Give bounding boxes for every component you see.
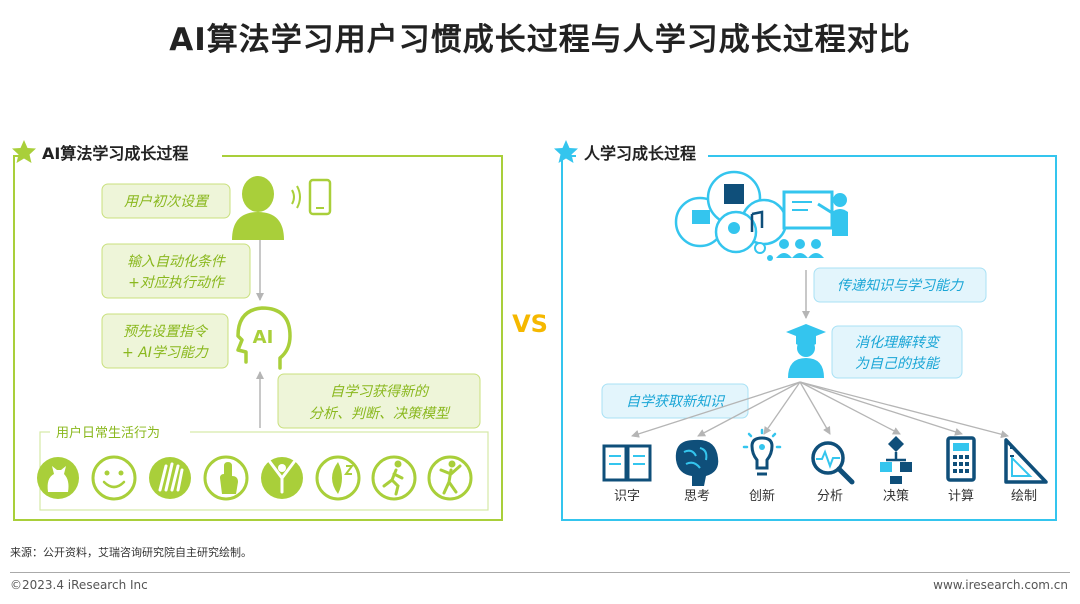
digest-box	[831, 325, 963, 379]
copyright: ©2023.4 iResearch Inc	[10, 578, 148, 592]
skill-arrows	[631, 381, 1009, 439]
magnifier-pulse-icon	[811, 441, 855, 485]
tap-hand-icon	[203, 455, 249, 501]
transfer-box	[813, 267, 987, 303]
input-conditions-line2: +对应执行动作	[128, 275, 226, 291]
calculator-icon	[946, 436, 976, 482]
self-learning-line2: 分析、判断、决策模型	[309, 406, 451, 422]
initial-setup-label: 用户初次设置	[124, 194, 210, 210]
cheer-person-icon	[261, 457, 303, 499]
knowledge-cloud-icon	[674, 170, 788, 261]
flowchart-icon	[880, 436, 912, 484]
input-conditions-line1: 输入自动化条件	[127, 254, 226, 270]
human-panel: 人学习成长过程	[554, 140, 1057, 521]
smile-icon	[91, 455, 137, 501]
human-panel-heading: 人学习成长过程	[584, 144, 696, 163]
self-acquire-label: 自学获取新知识	[626, 394, 726, 410]
preset-box	[101, 313, 229, 369]
digest-line2: 为自己的技能	[855, 356, 941, 372]
skill-label: 分析	[817, 489, 843, 504]
ai-panel-border	[13, 155, 503, 521]
skill-label: 识字	[614, 489, 640, 504]
skill-label: 创新	[749, 488, 775, 504]
source-note: 来源：公开资料，艾瑞咨询研究院自主研究绘制。	[10, 546, 252, 559]
vs-label: VS	[512, 310, 548, 338]
clap-hands-icon	[149, 457, 191, 499]
dancing-person-icon	[427, 455, 473, 501]
teacher-board-icon	[776, 190, 848, 258]
svg-text:AI: AI	[253, 327, 274, 348]
website-link[interactable]: www.iresearch.com.cn	[933, 578, 1068, 592]
graduate-student-icon	[786, 324, 826, 378]
transfer-label: 传递知识与学习能力	[837, 278, 964, 294]
signal-waves-icon	[291, 185, 301, 209]
star-icon	[12, 140, 36, 163]
self-acquire-box	[601, 383, 749, 419]
input-conditions-box	[101, 243, 251, 299]
initial-setup-box	[101, 183, 231, 219]
ai-head-icon: AI	[236, 306, 292, 370]
comparison-diagram: AI算法学习成长过程 用户初次设置 输入自动化条件 +对应执行动作 预先设置指令…	[12, 140, 1057, 521]
set-square-icon	[1004, 438, 1048, 484]
sleep-moon-icon	[315, 455, 361, 501]
self-learning-line1: 自学习获得新的	[330, 384, 430, 400]
footer-divider	[10, 572, 1070, 573]
skill-label: 思考	[684, 489, 710, 504]
brain-icon	[675, 439, 719, 486]
smartphone-icon	[308, 178, 332, 216]
skill-label: 决策	[883, 488, 909, 504]
skill-label: 计算	[948, 489, 974, 504]
self-learning-box	[277, 373, 481, 429]
behavior-label: 用户日常生活行为	[56, 425, 160, 441]
page-title: AI算法学习用户习惯成长过程与人学习成长过程对比	[169, 22, 911, 58]
skill-label: 绘制	[1011, 489, 1037, 504]
preset-line1: 预先设置指令	[123, 324, 209, 340]
running-person-icon	[371, 455, 417, 501]
lightbulb-icon	[742, 428, 782, 476]
digest-line1: 消化理解转变	[855, 335, 941, 351]
preset-line2: + AI学习能力	[122, 345, 209, 361]
ai-panel: AI算法学习成长过程 用户初次设置 输入自动化条件 +对应执行动作 预先设置指令…	[12, 140, 503, 521]
user-silhouette-icon	[232, 176, 284, 240]
star-icon	[554, 140, 578, 163]
open-book-icon	[602, 444, 652, 482]
cat-icon	[37, 457, 79, 499]
ai-panel-heading: AI算法学习成长过程	[42, 144, 188, 163]
